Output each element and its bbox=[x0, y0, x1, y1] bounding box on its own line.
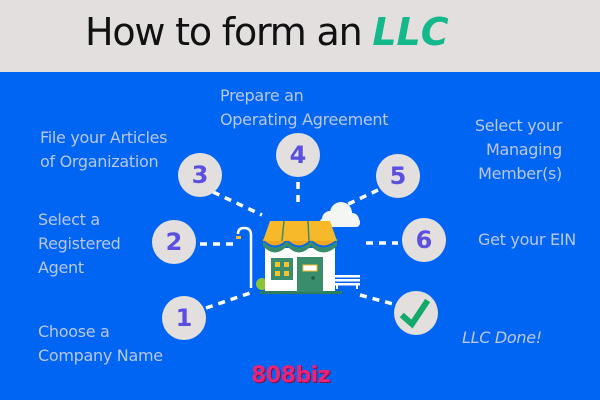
done-label: LLC Done! bbox=[462, 328, 542, 347]
window bbox=[271, 258, 293, 280]
step-6-label: Get your EIN bbox=[478, 230, 576, 249]
step-1-label: Choose a Company Name bbox=[38, 322, 163, 365]
storefront-house-icon bbox=[236, 202, 360, 294]
step-2-label: Select a Registered Agent bbox=[38, 210, 121, 277]
step-4-label: Prepare an Operating Agreement bbox=[220, 86, 389, 129]
step-3-circle: 3 bbox=[178, 153, 222, 197]
done-circle bbox=[394, 291, 438, 335]
lamp-post-icon bbox=[236, 226, 253, 288]
step-1-circle: 1 bbox=[162, 296, 206, 340]
step-4-circle: 4 bbox=[276, 133, 320, 177]
title-prefix: How to form an bbox=[85, 10, 373, 54]
dashed-connectors bbox=[200, 182, 398, 310]
checkmark-icon bbox=[399, 298, 431, 329]
step-5-label: Select your Managing Member(s) bbox=[474, 116, 562, 183]
brand-logo-808biz: 808biz bbox=[251, 363, 331, 388]
step-3-label: File your Articles of Organization bbox=[40, 128, 168, 171]
title-accent-llc: LLC bbox=[372, 10, 449, 54]
step-6-circle: 6 bbox=[402, 218, 446, 262]
bench-icon bbox=[334, 275, 360, 289]
door bbox=[297, 257, 323, 292]
header-band: How to form an LLC bbox=[0, 0, 600, 72]
awning bbox=[263, 221, 337, 241]
step-2-circle: 2 bbox=[152, 220, 196, 264]
step-5-circle: 5 bbox=[376, 154, 420, 198]
page-title: How to form an LLC bbox=[85, 10, 449, 54]
